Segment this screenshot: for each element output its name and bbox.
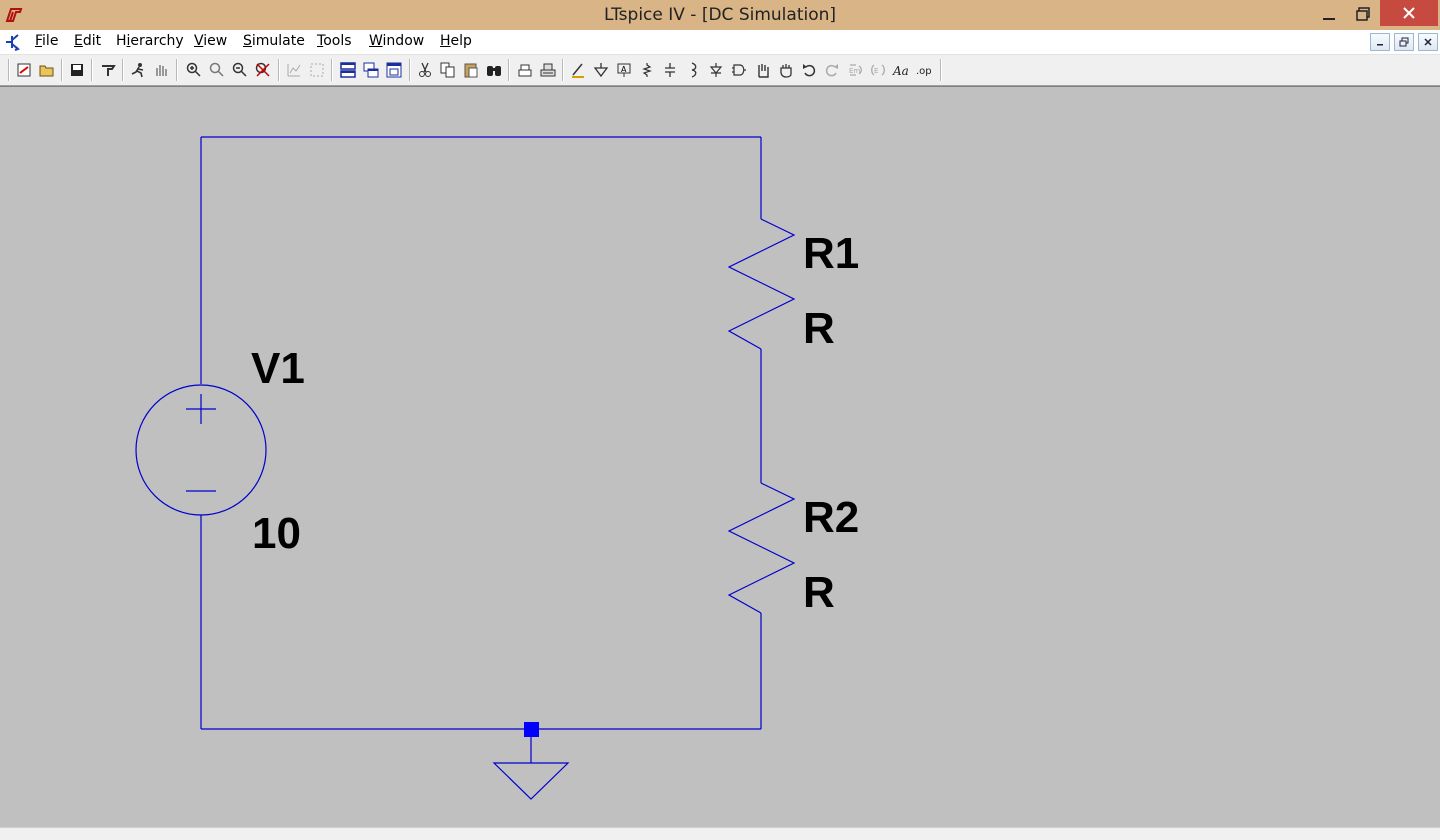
print-preview-icon[interactable] — [515, 60, 535, 80]
new-schematic-icon[interactable] — [14, 60, 34, 80]
find-icon[interactable] — [484, 60, 504, 80]
title-bar: LTspice IV - [DC Simulation] — [0, 0, 1440, 30]
wire-icon[interactable] — [568, 60, 588, 80]
ground-icon[interactable] — [591, 60, 611, 80]
close-icon — [1424, 38, 1432, 46]
control-panel-icon[interactable] — [98, 60, 118, 80]
resistor-r1-symbol — [727, 218, 796, 350]
resistor-r1-value-label: R — [803, 304, 835, 353]
menu-bar: File Edit Hierarchy View Simulate Tools … — [0, 30, 1440, 55]
toolbar-separator — [562, 59, 564, 81]
toolbar-separator — [176, 59, 178, 81]
minimize-icon — [1323, 18, 1335, 20]
drag-icon[interactable] — [776, 60, 796, 80]
svg-text:Em: Em — [849, 67, 860, 75]
paste-icon[interactable] — [461, 60, 481, 80]
svg-text:E: E — [874, 67, 878, 75]
minimize-icon — [1377, 44, 1383, 46]
menu-window[interactable]: Window — [369, 33, 425, 49]
spice-directive-icon[interactable]: .op — [914, 60, 934, 80]
svg-text:Aa: Aa — [892, 64, 909, 78]
toolbar-separator — [409, 59, 411, 81]
open-icon[interactable] — [37, 60, 57, 80]
mirror-icon[interactable]: E — [868, 60, 888, 80]
inductor-icon[interactable] — [683, 60, 703, 80]
toolbar-separator — [940, 59, 942, 81]
menu-simulate[interactable]: Simulate — [243, 33, 305, 49]
source-name-label: V1 — [251, 344, 305, 393]
menu-help[interactable]: Help — [440, 33, 472, 49]
rotate-icon[interactable]: Em — [845, 60, 865, 80]
toolbar-separator — [331, 59, 333, 81]
save-icon[interactable] — [67, 60, 87, 80]
copy-icon[interactable] — [438, 60, 458, 80]
minimize-button[interactable] — [1312, 0, 1346, 28]
grid-icon[interactable] — [307, 60, 327, 80]
resistor-icon[interactable] — [637, 60, 657, 80]
label-net-icon[interactable]: A — [614, 60, 634, 80]
move-icon[interactable] — [753, 60, 773, 80]
schematic-document-icon[interactable] — [4, 32, 24, 52]
autorange-icon[interactable] — [284, 60, 304, 80]
close-icon — [1403, 7, 1415, 19]
toolbar-separator — [8, 59, 10, 81]
menu-hierarchy[interactable]: Hierarchy — [116, 33, 184, 49]
schematic-drawing: V1 10 R1 R R2 R — [135, 136, 859, 800]
menu-edit[interactable]: Edit — [74, 33, 102, 49]
mdi-restore-button[interactable] — [1394, 33, 1414, 51]
restore-icon — [1356, 7, 1370, 21]
zoom-cancel-icon[interactable] — [253, 60, 273, 80]
zoom-in-icon[interactable] — [184, 60, 204, 80]
diode-icon[interactable] — [706, 60, 726, 80]
toolbar-separator — [278, 59, 280, 81]
toolbar-separator — [508, 59, 510, 81]
component-icon[interactable] — [729, 60, 749, 80]
menu-file[interactable]: File — [35, 33, 59, 49]
mdi-minimize-button[interactable] — [1370, 33, 1390, 51]
tile-horizontal-icon[interactable] — [338, 60, 358, 80]
halt-icon[interactable] — [151, 60, 171, 80]
cut-icon[interactable] — [415, 60, 435, 80]
zoom-out-icon[interactable] — [230, 60, 250, 80]
mdi-close-button[interactable] — [1418, 33, 1438, 51]
toolbar-separator — [91, 59, 93, 81]
menu-tools[interactable]: Tools — [317, 33, 352, 49]
capacitor-icon[interactable] — [660, 60, 680, 80]
print-icon[interactable] — [538, 60, 558, 80]
resistor-r2-name-label: R2 — [803, 493, 859, 542]
source-value-label: 10 — [252, 509, 301, 558]
ltspice-app-icon[interactable] — [4, 5, 24, 25]
source-plus-sign — [186, 394, 216, 424]
run-icon[interactable] — [128, 60, 148, 80]
redo-icon[interactable] — [822, 60, 842, 80]
cascade-icon[interactable] — [361, 60, 381, 80]
close-button[interactable] — [1380, 0, 1438, 26]
resistor-r2-value-label: R — [803, 568, 835, 617]
resistor-r2-symbol — [727, 482, 796, 614]
svg-text:.op: .op — [916, 66, 932, 77]
tile-vertical-icon[interactable] — [384, 60, 404, 80]
toolbar-separator — [61, 59, 63, 81]
status-bar — [0, 827, 1440, 840]
undo-icon[interactable] — [799, 60, 819, 80]
schematic-canvas[interactable]: V1 10 R1 R R2 R — [0, 86, 1440, 828]
toolbar: A Em E Aa .op — [0, 55, 1440, 86]
menu-view[interactable]: View — [194, 33, 228, 49]
window-title: LTspice IV - [DC Simulation] — [603, 5, 837, 25]
zoom-fit-icon[interactable] — [207, 60, 227, 80]
restore-icon — [1399, 37, 1409, 47]
text-icon[interactable]: Aa — [891, 60, 911, 80]
svg-text:A: A — [621, 65, 627, 74]
ground-symbol — [492, 762, 570, 800]
toolbar-separator — [122, 59, 124, 81]
restore-button[interactable] — [1346, 0, 1380, 28]
resistor-r1-name-label: R1 — [803, 229, 859, 278]
ground-node-junction — [524, 722, 539, 737]
